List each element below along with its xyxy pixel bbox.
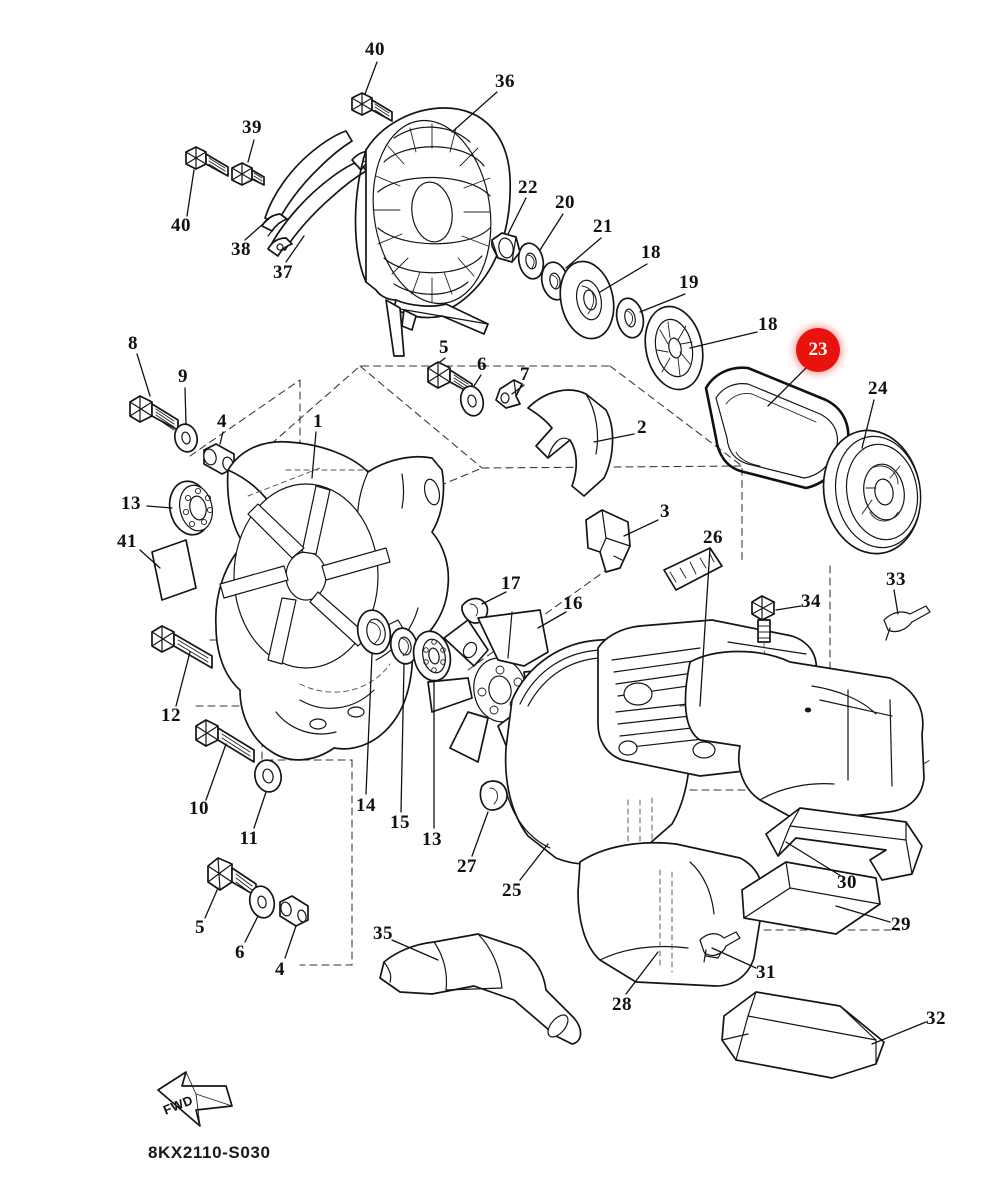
part-33-clip <box>883 605 931 641</box>
fwd-arrow-mark <box>157 1071 233 1127</box>
callout-5: 5 <box>439 337 449 358</box>
callout-23-highlighted[interactable]: 23 <box>796 328 840 372</box>
part-36-recoil-starter <box>354 107 512 357</box>
part-9-washer <box>173 423 199 453</box>
part-5-bolt-lower <box>207 857 257 897</box>
part-22-nut <box>491 232 521 263</box>
callout-3: 3 <box>660 501 670 522</box>
callout-13: 13 <box>422 829 442 850</box>
callout-35: 35 <box>373 923 393 944</box>
callout-41: 41 <box>117 531 137 552</box>
part-10-bolt <box>195 719 255 763</box>
part-41-pad <box>151 539 197 601</box>
callout-28: 28 <box>612 994 632 1015</box>
part-4-collar-lower <box>279 895 309 927</box>
part-13-bearing-left <box>168 480 214 536</box>
callout-20: 20 <box>555 192 575 213</box>
callout-31: 31 <box>756 962 776 983</box>
part-31-clip <box>699 931 741 963</box>
part-18-pulley-half-b <box>644 305 704 391</box>
callout-12: 12 <box>161 705 181 726</box>
part-13-bearing-center <box>412 630 452 682</box>
part-40-bolt-upper <box>351 92 393 122</box>
callout-18: 18 <box>641 242 661 263</box>
part-28-rear-shroud <box>577 841 764 987</box>
part-14-oil-seal <box>356 609 392 655</box>
callout-34: 34 <box>801 591 821 612</box>
callout-16: 16 <box>563 593 583 614</box>
callout-14: 14 <box>356 795 376 816</box>
callout-18: 18 <box>758 314 778 335</box>
callout-4: 4 <box>217 411 227 432</box>
part-2-air-duct <box>527 389 614 497</box>
part-15-washer <box>389 627 419 665</box>
part-38-rope-guide-lower <box>267 150 377 257</box>
callout-37: 37 <box>273 262 293 283</box>
callout-40: 40 <box>171 215 191 236</box>
callout-40: 40 <box>365 39 385 60</box>
callout-11: 11 <box>239 828 259 849</box>
part-6-washer-upper <box>459 385 485 417</box>
callout-32: 32 <box>926 1008 946 1029</box>
callout-39: 39 <box>242 117 262 138</box>
callout-27: 27 <box>457 856 477 877</box>
part-40-bolt-lower <box>185 146 229 177</box>
callout-2: 2 <box>637 417 647 438</box>
part-19-washer <box>615 297 645 339</box>
lower-body-shroud <box>684 650 925 823</box>
callout-19: 19 <box>679 272 699 293</box>
callout-4: 4 <box>275 959 285 980</box>
callout-17: 17 <box>501 573 521 594</box>
part-20-washer <box>517 242 545 280</box>
part-18-pulley-half-a <box>559 260 615 340</box>
callout-10: 10 <box>189 798 209 819</box>
callout-5: 5 <box>195 917 205 938</box>
part-3-bracket <box>585 509 631 573</box>
part-27-grommet <box>479 780 508 811</box>
part-7-clip <box>495 379 523 409</box>
part-12-bolt <box>151 625 213 669</box>
callout-15: 15 <box>390 812 410 833</box>
callout-9: 9 <box>178 366 188 387</box>
part-37-rope-guide <box>261 130 353 237</box>
part-26-yamaha-emblem <box>663 547 723 591</box>
fan-wheel-vanes <box>219 485 391 665</box>
callout-30: 30 <box>837 872 857 893</box>
callout-1: 1 <box>313 411 323 432</box>
callout-33: 33 <box>886 569 906 590</box>
callout-8: 8 <box>128 333 138 354</box>
callout-6: 6 <box>477 354 487 375</box>
diagram-part-number: 8KX2110-S030 <box>148 1143 271 1162</box>
callout-38: 38 <box>231 239 251 260</box>
callout-13: 13 <box>121 493 141 514</box>
callout-6: 6 <box>235 942 245 963</box>
callout-7: 7 <box>520 364 530 385</box>
part-8-bolt <box>129 395 179 431</box>
callout-36: 36 <box>495 71 515 92</box>
part-11-collar <box>254 759 282 793</box>
part-29-pad <box>741 861 881 935</box>
part-1-crankcase-housing <box>214 440 450 761</box>
callout-24: 24 <box>868 378 888 399</box>
leader-lines <box>136 61 927 1045</box>
callout-25: 25 <box>502 880 522 901</box>
part-39-bolt <box>231 162 265 186</box>
part-24-pulley <box>822 429 922 555</box>
callout-22: 22 <box>518 177 538 198</box>
callout-21: 21 <box>593 216 613 237</box>
part-35-lever <box>379 933 582 1045</box>
part-4-collar-upper <box>203 443 235 475</box>
callout-29: 29 <box>891 914 911 935</box>
callout-26: 26 <box>703 527 723 548</box>
part-32-wedge-pad <box>721 991 885 1079</box>
part-6-washer-lower <box>248 885 276 919</box>
